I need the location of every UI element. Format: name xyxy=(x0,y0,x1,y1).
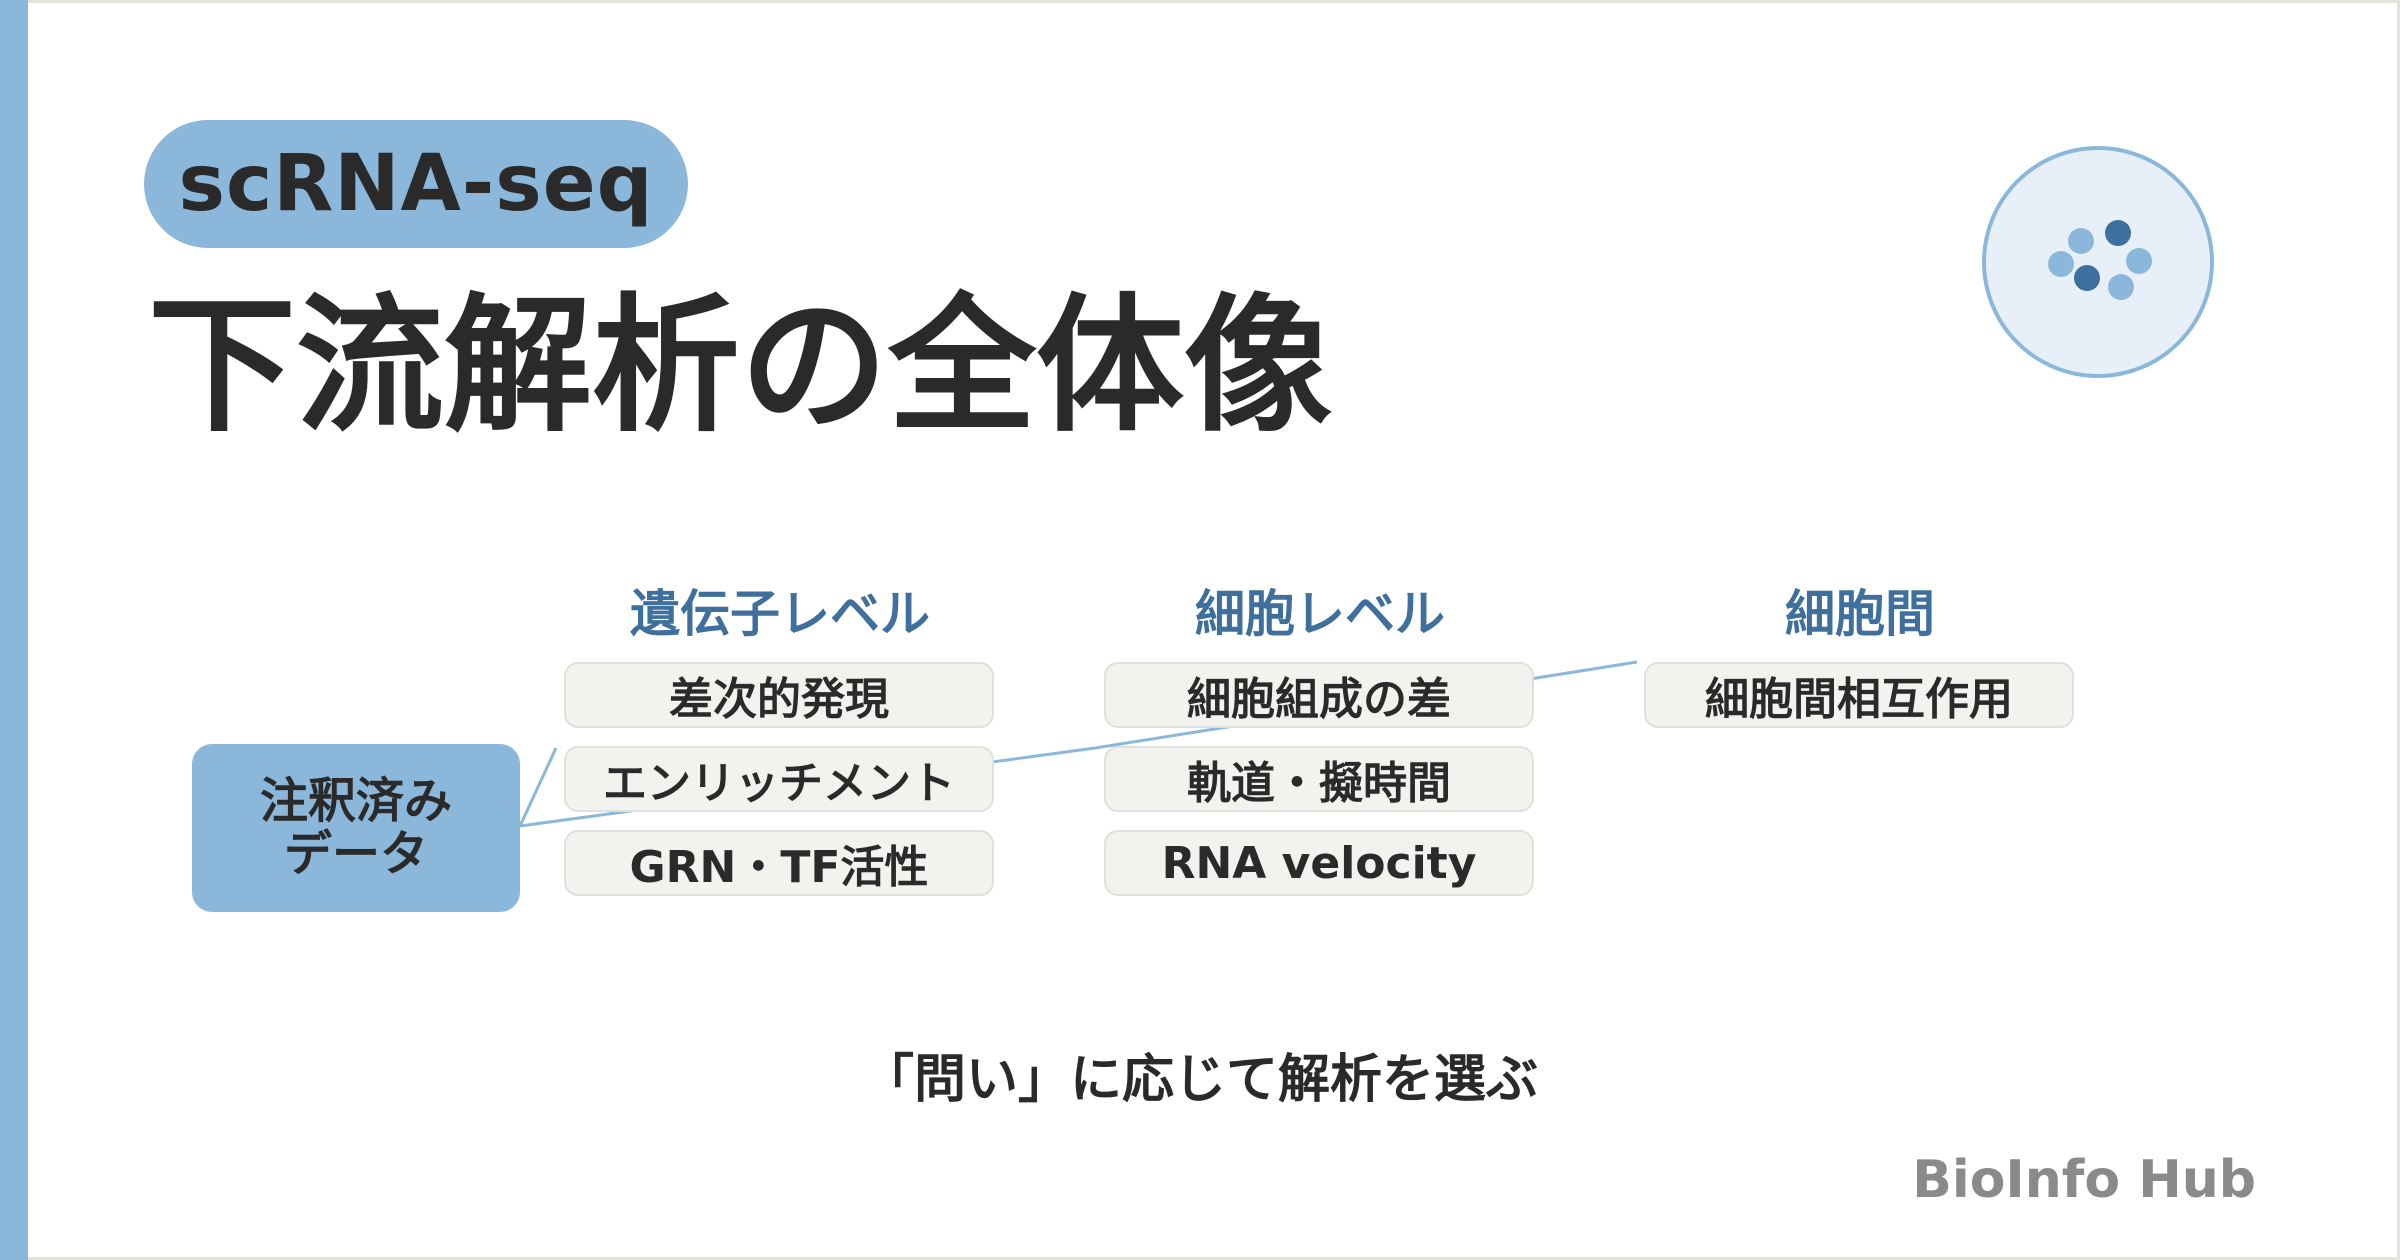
cluster-dot xyxy=(2068,228,2094,254)
brand-label: BioInfo Hub xyxy=(1912,1150,2256,1210)
item-rna-velocity: RNA velocity xyxy=(1104,830,1534,896)
item-enrichment: エンリッチメント xyxy=(564,746,994,812)
cell-cluster-icon xyxy=(1982,146,2214,378)
source-line-1: 注釈済み xyxy=(259,773,452,830)
item-cell-composition: 細胞組成の差 xyxy=(1104,662,1534,728)
cluster-dot xyxy=(2105,220,2131,246)
topic-tag: scRNA-seq xyxy=(144,120,688,248)
heading-cell-level: 細胞レベル xyxy=(1195,585,1445,643)
heading-gene-level: 遺伝子レベル xyxy=(630,585,930,643)
source-line-2: データ xyxy=(283,826,428,882)
item-grn-tf-activity: GRN・TF活性 xyxy=(564,830,994,896)
item-cell-cell-interaction: 細胞間相互作用 xyxy=(1644,662,2074,728)
slide-title: 下流解析の全体像 xyxy=(148,280,1332,452)
item-trajectory-pseudotime: 軌道・擬時間 xyxy=(1104,746,1534,812)
annotated-data-box: 注釈済み データ xyxy=(192,744,520,912)
left-accent-bar xyxy=(0,0,28,1260)
heading-intercellular: 細胞間 xyxy=(1785,585,1935,643)
slide-subtitle: 「問い」に応じて解析を選ぶ xyxy=(861,1049,1538,1110)
cluster-dot xyxy=(2074,265,2100,291)
cluster-dot xyxy=(2048,251,2074,277)
cluster-dot xyxy=(2108,274,2134,300)
cluster-dot xyxy=(2126,248,2152,274)
item-differential-expression: 差次的発現 xyxy=(564,662,994,728)
